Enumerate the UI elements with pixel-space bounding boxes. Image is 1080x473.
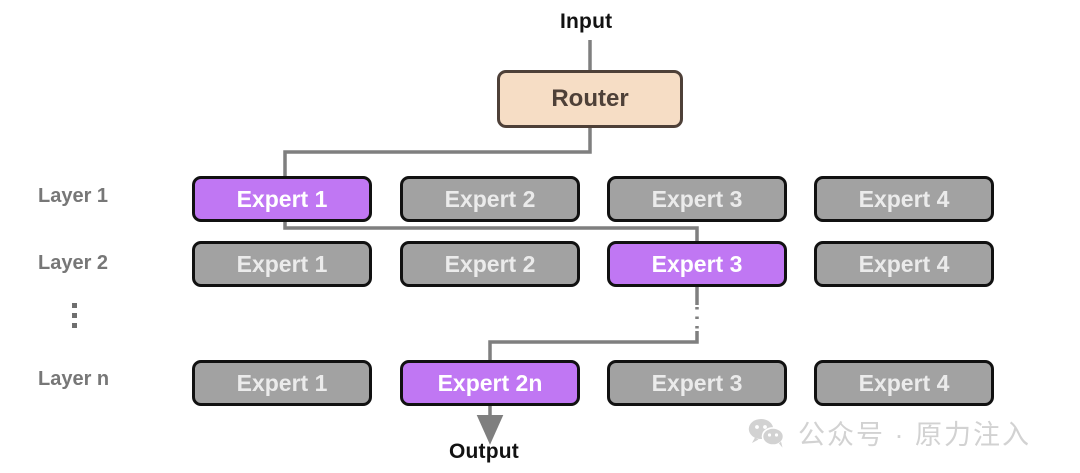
wire-layer1-expert1-to-layer2-expert3 <box>283 222 699 241</box>
expert-l2-e2[interactable]: Expert 2 <box>400 241 580 287</box>
expert-l1-e3[interactable]: Expert 3 <box>607 176 787 222</box>
ellipsis-dot <box>72 323 77 328</box>
watermark-text: 公众号 · 原力注入 <box>798 420 1031 450</box>
layers-ellipsis <box>72 303 77 328</box>
expert-ln-e4[interactable]: Expert 4 <box>814 360 994 406</box>
layer-label-2: Layer 2 <box>38 252 109 274</box>
expert-l2-e4[interactable]: Expert 4 <box>814 241 994 287</box>
expert-ln-e2n[interactable]: Expert 2n <box>400 360 580 406</box>
expert-l2-e3[interactable]: Expert 3 <box>607 241 787 287</box>
wechat-icon <box>748 418 785 448</box>
ellipsis-dot <box>72 303 77 308</box>
expert-l1-e1[interactable]: Expert 1 <box>192 176 372 222</box>
layer-label-1: Layer 1 <box>38 185 109 207</box>
wire-to-layern-expert2n <box>488 331 699 360</box>
layer-label-n: Layer n <box>38 368 110 390</box>
input-label: Input <box>560 10 613 33</box>
output-label: Output <box>449 440 520 463</box>
router-node[interactable]: Router <box>497 70 683 128</box>
ellipsis-dot <box>72 313 77 318</box>
watermark: 公众号 · 原力注入 <box>748 413 1031 452</box>
expert-l1-e4[interactable]: Expert 4 <box>814 176 994 222</box>
wire-router-to-layer1-expert1 <box>283 128 592 176</box>
expert-l2-e1[interactable]: Expert 1 <box>192 241 372 287</box>
expert-ln-e3[interactable]: Expert 3 <box>607 360 787 406</box>
expert-l1-e2[interactable]: Expert 2 <box>400 176 580 222</box>
expert-ln-e1[interactable]: Expert 1 <box>192 360 372 406</box>
